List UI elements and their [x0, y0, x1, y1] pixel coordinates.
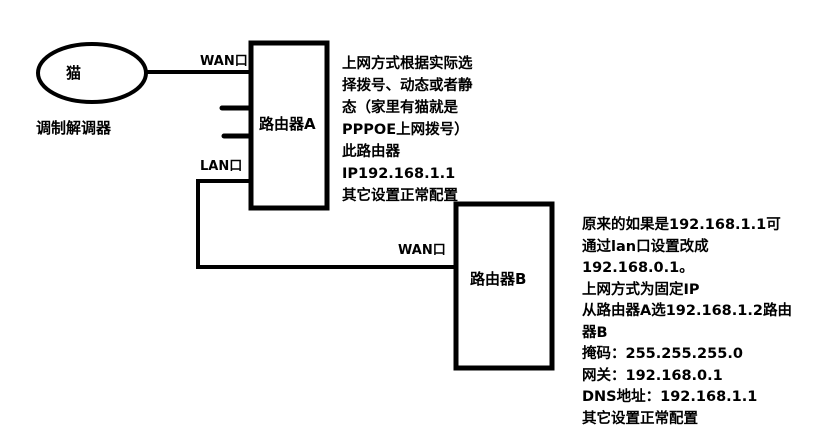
note-line: 原来的如果是192.168.1.1可 — [582, 217, 781, 233]
modem-caption: 调制解调器 — [36, 119, 112, 137]
router-b-wan-label: WAN口 — [398, 243, 446, 258]
router-a-wan-label: WAN口 — [200, 54, 248, 69]
router-a-lan-label: LAN口 — [200, 159, 243, 174]
router-a-notes: 上网方式根据实际选 择拨号、动态或者静 态（家里有猫就是 PPPOE上网拨号） … — [342, 53, 473, 207]
note-line: DNS地址：192.168.1.1 — [582, 389, 758, 405]
note-line: 网关：192.168.0.1 — [582, 367, 723, 384]
note-line: 其它设置正常配置 — [342, 188, 458, 204]
note-line: 192.168.0.1。 — [582, 260, 694, 276]
note-line: 上网方式为固定IP — [582, 281, 700, 298]
lan-a-to-wan-b-line — [196, 179, 455, 269]
router-b-box — [453, 201, 555, 371]
router-b-notes: 原来的如果是192.168.1.1可 通过lan口设置改成 192.168.0.… — [582, 215, 792, 430]
modem-shape — [36, 42, 148, 104]
note-line: 其它设置正常配置 — [582, 410, 698, 427]
note-line: 此路由器 — [342, 144, 400, 160]
note-line: 掩码：255.255.255.0 — [582, 346, 743, 362]
note-line: 上网方式根据实际选 — [342, 56, 473, 72]
router-a-label: 路由器A — [259, 115, 316, 133]
note-line: 从路由器A选192.168.1.2路由 — [582, 303, 792, 319]
note-line: 择拨号、动态或者静 — [342, 78, 473, 94]
router-a-box — [248, 40, 330, 211]
note-line: PPPOE上网拨号） — [342, 122, 469, 138]
note-line: 通过lan口设置改成 — [582, 238, 709, 255]
note-line: 态（家里有猫就是 — [342, 100, 458, 116]
modem-label: 猫 — [66, 64, 82, 82]
note-line: 器B — [582, 324, 608, 341]
note-line: IP192.168.1.1 — [342, 166, 456, 182]
router-b-label: 路由器B — [470, 270, 527, 288]
